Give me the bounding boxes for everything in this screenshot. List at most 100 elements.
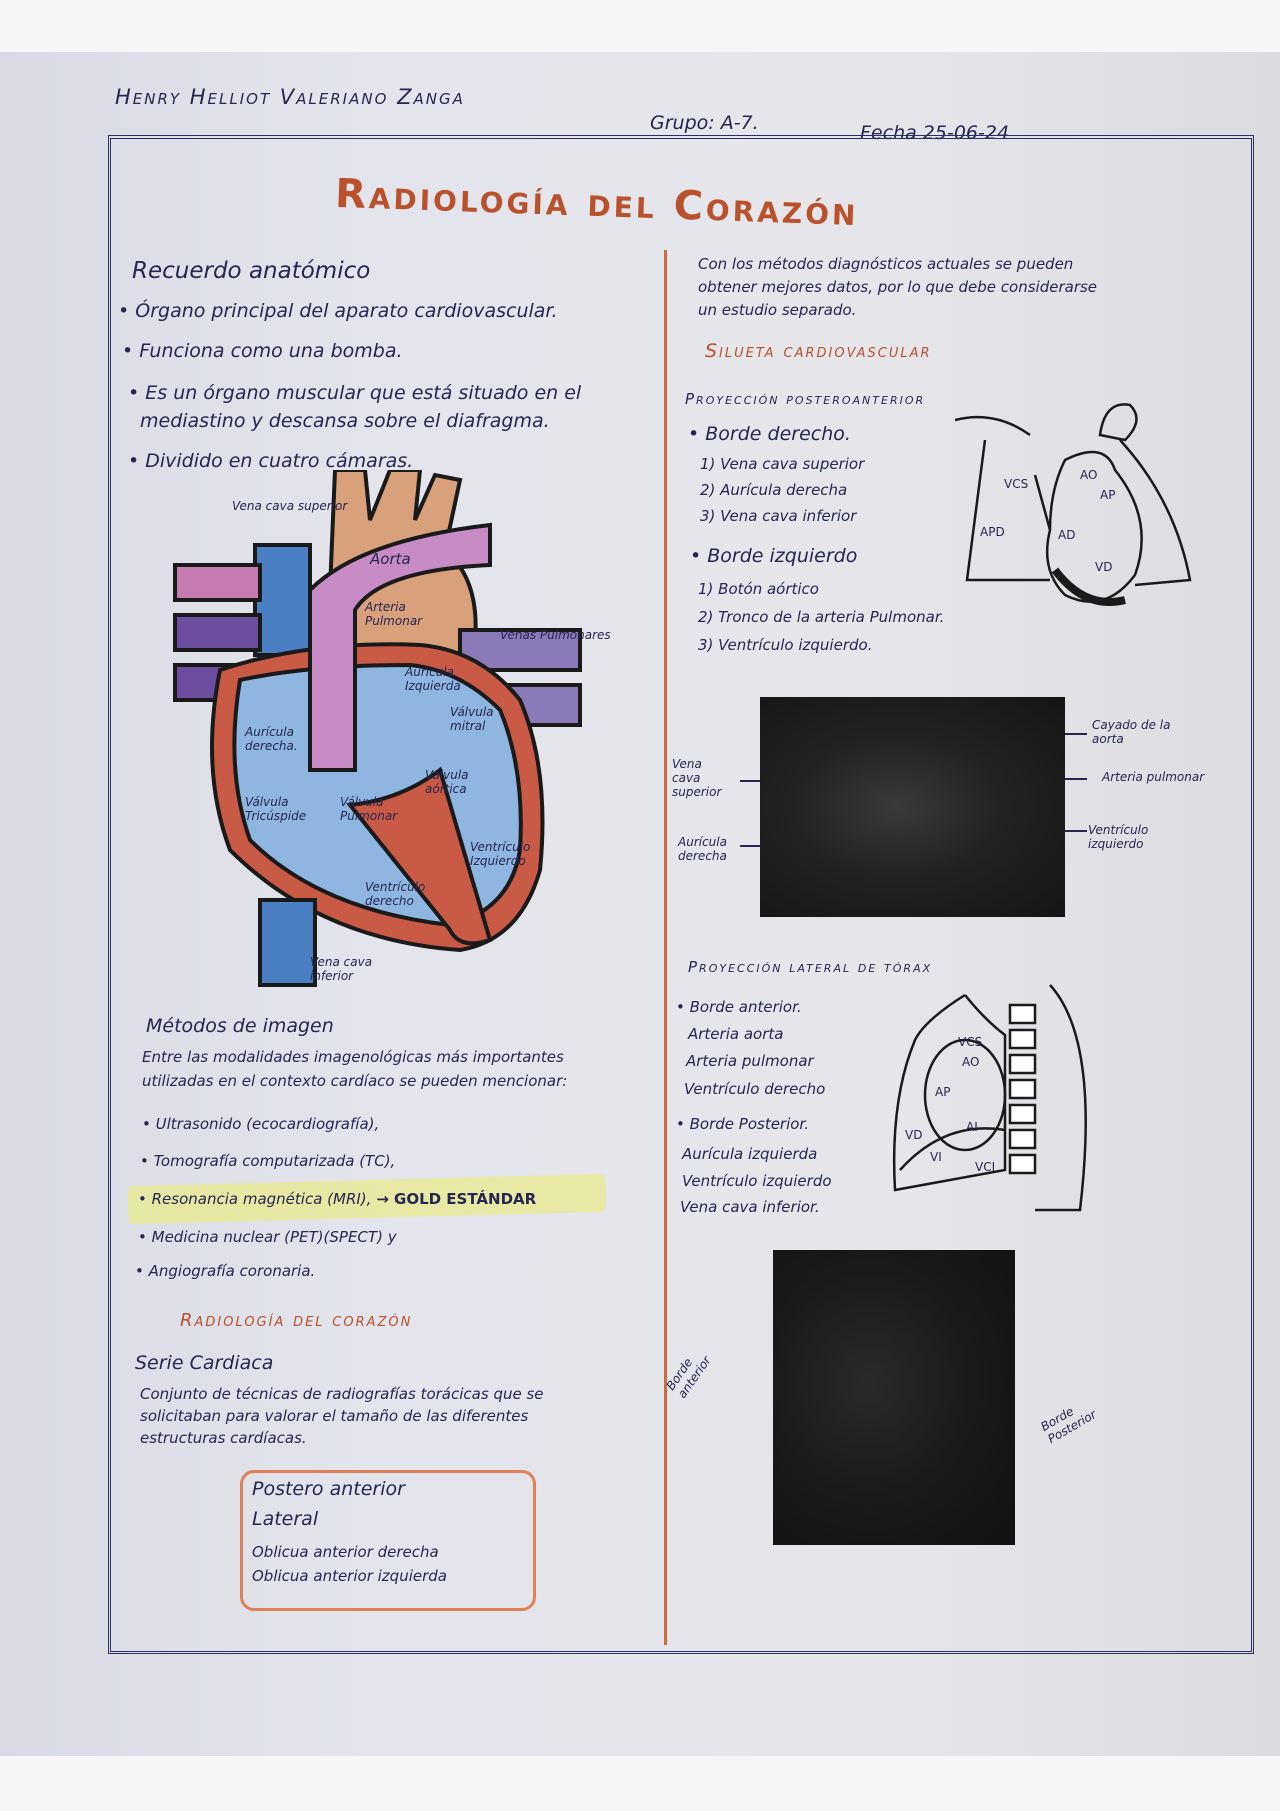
spine-vertebrae bbox=[1008, 1003, 1037, 1175]
inferior-vena-cava bbox=[258, 898, 317, 987]
pa-label-vd: VD bbox=[1095, 560, 1113, 574]
metodos-heading: Métodos de imagen bbox=[146, 1015, 334, 1037]
label-vcs: Vena cava superior bbox=[232, 499, 348, 513]
recuerdo-text: Dividido en cuatro cámaras. bbox=[145, 450, 414, 472]
metodo-text: Ultrasonido (ecocardiografía), bbox=[155, 1115, 380, 1133]
intro-text: un estudio separado. bbox=[698, 301, 857, 319]
label-venas-pulmonares: Venas Pulmonares bbox=[500, 628, 611, 642]
recuerdo-text: Funciona como una bomba. bbox=[139, 340, 403, 362]
label-arteria-pulmonar: Arteria Pulmonar bbox=[365, 600, 423, 628]
gold-standard-note: → GOLD ESTÁNDAR bbox=[376, 1190, 537, 1208]
heart-outline bbox=[923, 1038, 1007, 1152]
lateral-post-item: Vena cava inferior. bbox=[680, 1198, 820, 1216]
lateral-heading: Proyección lateral de tórax bbox=[688, 958, 933, 976]
superior-vena-cava bbox=[253, 543, 312, 657]
label-ventriculo-izquierdo: Ventrículo Izquierdo bbox=[470, 840, 531, 868]
metodo-item: • Angiografía coronaria. bbox=[135, 1262, 316, 1280]
borde-posterior-text: Borde Posterior. bbox=[689, 1115, 809, 1133]
back-outline bbox=[1035, 984, 1087, 1212]
lat-label-vi: VI bbox=[930, 1150, 942, 1164]
borde-anterior-text: Borde anterior. bbox=[689, 998, 802, 1016]
pa-xray-image bbox=[760, 697, 1065, 917]
label-valvula-pulmonar: Válvula Pulmonar bbox=[340, 795, 398, 823]
projections-box bbox=[240, 1470, 536, 1611]
projection-item: Oblicua anterior izquierda bbox=[252, 1567, 447, 1585]
pa-der-item: 1) Vena cava superior bbox=[700, 455, 865, 473]
page-frame bbox=[108, 135, 1254, 1654]
lat-label-ai: AI bbox=[966, 1120, 978, 1134]
intro-text: obtener mejores datos, por lo que debe c… bbox=[698, 278, 1098, 296]
pa-label-ao: AO bbox=[1080, 468, 1098, 482]
borde-izquierdo-text: Borde izquierdo bbox=[707, 545, 858, 567]
metodos-intro: Entre las modalidades imagenológicas más… bbox=[142, 1048, 564, 1066]
recuerdo-item: • Órgano principal del aparato cardiovas… bbox=[118, 300, 558, 322]
pa-izq-item: 1) Botón aórtico bbox=[698, 580, 819, 598]
recuerdo-heading: Recuerdo anatómico bbox=[132, 258, 371, 284]
right-lung-outline bbox=[965, 439, 1050, 582]
clavicle bbox=[955, 415, 1031, 437]
pa-chest-diagram bbox=[955, 403, 1192, 606]
thorax-outline bbox=[892, 993, 1007, 1192]
label-vci: Vena cava inferior bbox=[310, 955, 373, 983]
label-valvula-mitral: Válvula mitral bbox=[450, 705, 494, 733]
pa-der-item: 3) Vena cava inferior bbox=[700, 507, 857, 525]
recuerdo-item: • Dividido en cuatro cámaras. bbox=[128, 450, 414, 472]
lateral-xray-image bbox=[773, 1250, 1015, 1545]
lateral-ant-item: Arteria aorta bbox=[688, 1025, 784, 1043]
pulmonary-vein-right bbox=[173, 613, 262, 652]
intro-text: Con los métodos diagnósticos actuales se… bbox=[698, 255, 1074, 273]
section-subtitle: Radiología del corazón bbox=[180, 1310, 413, 1331]
xray-label-cayado: Cayado de la aorta bbox=[1092, 718, 1171, 746]
scanned-page bbox=[0, 52, 1280, 1756]
borde-derecho: • Borde derecho. bbox=[688, 423, 851, 445]
metodos-intro: utilizadas en el contexto cardíaco se pu… bbox=[142, 1072, 568, 1090]
leader-line bbox=[1065, 830, 1087, 832]
metodo-item: • Ultrasonido (ecocardiografía), bbox=[142, 1115, 380, 1133]
xray-label-vcs: Vena cava superior bbox=[672, 757, 722, 799]
septum bbox=[346, 766, 493, 946]
projection-item: Postero anterior bbox=[252, 1478, 405, 1500]
borde-anterior: • Borde anterior. bbox=[676, 998, 802, 1016]
pa-izq-item: 3) Ventrículo izquierdo. bbox=[698, 636, 873, 654]
serie-text: Conjunto de técnicas de radiografías tor… bbox=[140, 1385, 544, 1403]
recuerdo-item: • Es un órgano muscular que está situado… bbox=[128, 382, 582, 404]
label-valvula-tricuspide: Válvula Tricúspide bbox=[245, 795, 307, 823]
xray-label-ap: Arteria pulmonar bbox=[1102, 770, 1205, 784]
lateral-ant-item: Ventrículo derecho bbox=[684, 1080, 826, 1098]
lateral-ant-item: Arteria pulmonar bbox=[686, 1052, 814, 1070]
pa-heading: Proyección posteroanterior bbox=[685, 390, 926, 408]
silueta-heading: Silueta cardiovascular bbox=[705, 340, 932, 362]
column-divider bbox=[664, 250, 667, 1645]
recuerdo-text: mediastino y descansa sobre el diafragma… bbox=[140, 410, 550, 432]
serie-text: solicitaban para valorar el tamaño de la… bbox=[140, 1407, 529, 1425]
label-auricula-derecha: Aurícula derecha. bbox=[245, 725, 298, 753]
pulmonary-artery bbox=[308, 522, 492, 772]
student-name: Henry Helliot Valeriano Zanga bbox=[115, 85, 465, 109]
borde-posterior: • Borde Posterior. bbox=[676, 1115, 809, 1133]
lat-label-vcs: VCS bbox=[958, 1035, 983, 1049]
pulmonary-vessel bbox=[173, 563, 262, 602]
projection-item: Oblicua anterior derecha bbox=[252, 1543, 439, 1561]
borde-izquierdo: • Borde izquierdo bbox=[690, 545, 858, 567]
metodo-item: • Medicina nuclear (PET)(SPECT) y bbox=[138, 1228, 397, 1246]
group: Grupo: A-7. bbox=[650, 112, 759, 134]
label-ventriculo-derecho: Ventrículo derecho bbox=[365, 880, 426, 908]
serie-heading: Serie Cardiaca bbox=[135, 1352, 274, 1374]
projection-item: Lateral bbox=[252, 1508, 319, 1530]
pa-label-apd: APD bbox=[980, 525, 1005, 539]
serie-text: estructuras cardíacas. bbox=[140, 1429, 307, 1447]
lat-label-vd: VD bbox=[905, 1128, 923, 1142]
leader-line bbox=[740, 780, 760, 782]
metodo-text: Tomografía computarizada (TC), bbox=[153, 1152, 396, 1170]
pa-izq-item: 2) Tronco de la arteria Pulmonar. bbox=[698, 608, 945, 626]
clavicle bbox=[1098, 403, 1138, 442]
ventricle-line bbox=[899, 1127, 1006, 1171]
left-lung-outline bbox=[1119, 439, 1192, 587]
leader-line bbox=[1065, 778, 1087, 780]
metodo-item: • Resonancia magnética (MRI), → GOLD EST… bbox=[138, 1190, 537, 1208]
metodo-text: Medicina nuclear (PET)(SPECT) y bbox=[151, 1228, 397, 1246]
lateral-chest-diagram bbox=[892, 984, 1087, 1212]
lat-label-ao: AO bbox=[962, 1055, 980, 1069]
label-valvula-aortica: Válvula aórtica bbox=[425, 768, 469, 796]
leader-line bbox=[740, 845, 760, 847]
